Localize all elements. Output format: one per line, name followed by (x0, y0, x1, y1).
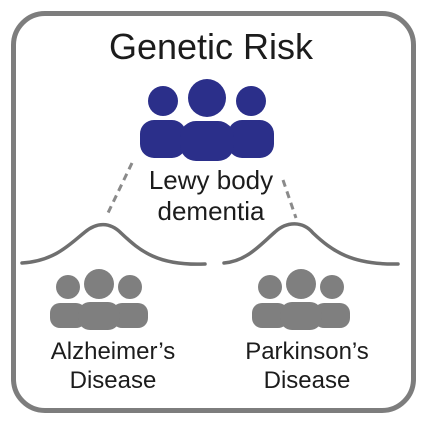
person-icon (314, 275, 350, 328)
right-distribution-curve (222, 222, 400, 266)
diagram-frame (11, 11, 416, 413)
lewy-body-dementia-label: Lewy body dementia (111, 165, 311, 227)
person-icon (140, 86, 186, 158)
person-icon (252, 275, 288, 328)
people-group-icon (252, 269, 350, 330)
label-line: Disease (263, 367, 351, 394)
left-distribution-curve (20, 222, 207, 266)
right-connector-line (281, 179, 298, 219)
person-icon (78, 269, 120, 330)
alzheimers-disease-label: Alzheimer’s Disease (20, 337, 206, 395)
diagram-title: Genetic Risk (108, 26, 314, 67)
person-icon (50, 275, 86, 328)
person-icon (112, 275, 148, 328)
person-icon (180, 79, 234, 161)
people-group-icon (50, 269, 148, 330)
label-line: Parkinson’s (245, 338, 369, 365)
person-icon (280, 269, 322, 330)
parkinsons-disease-label: Parkinson’s Disease (212, 337, 402, 395)
label-line: dementia (157, 196, 265, 226)
left-connector-line (105, 162, 134, 216)
label-line: Lewy body (148, 165, 274, 195)
label-line: Alzheimer’s (50, 338, 176, 365)
people-group-icon (140, 79, 274, 161)
person-icon (228, 86, 274, 158)
label-line: Disease (69, 367, 157, 394)
